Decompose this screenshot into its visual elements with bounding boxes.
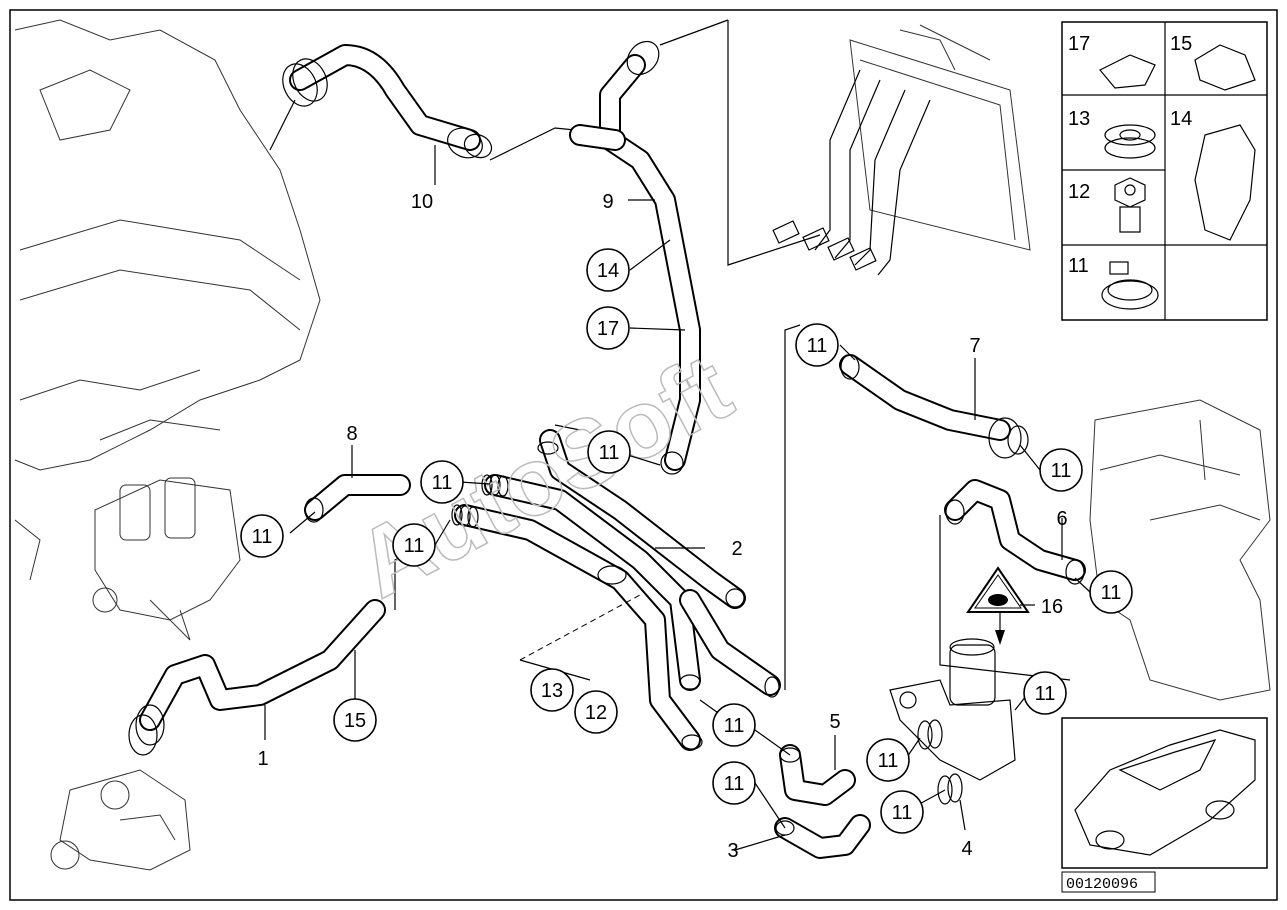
valve-4 (889, 638, 1016, 805)
hose-10 (282, 44, 493, 159)
hose-2-coil-b (451, 504, 479, 528)
grommet-13-icon (1104, 124, 1156, 159)
hose-10-leader-a (269, 99, 296, 151)
label-part-7: 7 (969, 335, 980, 357)
legend-label-12: 12 (1068, 181, 1090, 203)
svg-text:11: 11 (724, 715, 745, 737)
callout-12: 12 (574, 690, 618, 734)
hose-6 (944, 479, 1086, 585)
callout-11-f: 11 (1039, 448, 1083, 492)
label-part-4: 4 (961, 838, 972, 860)
heater-core-leader (727, 20, 821, 266)
svg-text:17: 17 (597, 318, 619, 340)
reference-code-box (1061, 871, 1156, 893)
aux-heater-sketch (1089, 399, 1271, 701)
callout-17: 17 (586, 306, 630, 350)
callout-11-l: 11 (880, 790, 924, 834)
diagram-frame (9, 9, 1278, 901)
callout-14: 14 (586, 248, 630, 292)
engine-block-sketch (14, 19, 321, 581)
callout-11-a: 11 (420, 460, 464, 504)
callout-11-k: 11 (866, 738, 910, 782)
hose-2 (451, 429, 781, 751)
hose-10-leader-b (489, 127, 576, 161)
svg-text:11: 11 (599, 442, 620, 464)
svg-text:11: 11 (724, 773, 745, 795)
svg-text:13: 13 (541, 680, 563, 702)
label-part-1: 1 (257, 748, 268, 770)
valve-4-coil-b (937, 773, 963, 805)
legend-label-15: 15 (1170, 33, 1192, 55)
callout-11-e: 11 (795, 323, 839, 367)
callout-15: 15 (333, 698, 377, 742)
hose-2-leader-right (784, 324, 801, 690)
legend-label-14: 14 (1170, 108, 1192, 130)
label-part-2: 2 (731, 538, 742, 560)
heater-core-sketch (772, 24, 1031, 276)
water-pump-sketch (50, 769, 191, 871)
hose-6-leader (939, 515, 1071, 681)
svg-text:12: 12 (585, 702, 607, 724)
nut-12-icon (1114, 177, 1146, 233)
label-part-16: 16 (1041, 596, 1063, 618)
hose-8 (304, 474, 411, 523)
label-part-10: 10 (411, 191, 433, 213)
legend-label-11: 11 (1068, 255, 1089, 277)
hose-2-leader-top (554, 424, 581, 431)
label-part-3: 3 (727, 840, 738, 862)
legend-label-13: 13 (1068, 108, 1090, 130)
label-part-9: 9 (602, 191, 613, 213)
svg-text:11: 11 (892, 802, 913, 824)
hose-7 (839, 354, 1029, 459)
hose-15-end-coupling (128, 704, 165, 756)
svg-text:11: 11 (1101, 582, 1122, 604)
callout-11-g: 11 (1089, 570, 1133, 614)
hose-5 (779, 744, 856, 806)
clamp-15-icon (1194, 44, 1256, 91)
legend-grid: 17 15 13 14 12 11 (1061, 21, 1268, 321)
svg-text:11: 11 (878, 750, 899, 772)
svg-text:11: 11 (404, 535, 425, 557)
svg-text:11: 11 (1035, 683, 1056, 705)
callout-leaders (264, 145, 1091, 851)
warning-triangle-icon (966, 566, 1030, 613)
bracket-14-icon (1194, 124, 1256, 241)
svg-text:11: 11 (252, 526, 273, 548)
hose-9-leader (659, 19, 729, 46)
callout-11-c: 11 (240, 514, 284, 558)
callout-13: 13 (530, 668, 574, 712)
valve-4-arrow (995, 630, 1005, 645)
clamp-17-icon (1099, 54, 1156, 89)
label-part-8: 8 (346, 423, 357, 445)
valve-4-coil-a (917, 719, 943, 750)
hose-3 (774, 814, 871, 859)
callout-11-d: 11 (392, 523, 436, 567)
svg-text:11: 11 (1051, 460, 1072, 482)
callout-11-i: 11 (712, 703, 756, 747)
svg-text:11: 11 (432, 472, 453, 494)
svg-text:15: 15 (344, 710, 366, 732)
callout-11-b: 11 (587, 430, 631, 474)
svg-text:14: 14 (597, 260, 619, 282)
hose-15 (128, 599, 386, 756)
callout-11-h: 11 (1023, 671, 1067, 715)
hose-2-coil-a (481, 474, 509, 497)
label-part-5: 5 (829, 711, 840, 733)
valve-block-sketch (92, 477, 241, 641)
car-thumbnail (1061, 717, 1268, 869)
hose-clamp-11-icon (1101, 261, 1159, 310)
reference-code: 00120096 (1066, 876, 1138, 893)
legend-label-17: 17 (1068, 33, 1090, 55)
svg-text:11: 11 (807, 335, 828, 357)
label-part-6: 6 (1056, 508, 1067, 530)
callout-11-j: 11 (712, 761, 756, 805)
hose-9 (569, 40, 701, 475)
